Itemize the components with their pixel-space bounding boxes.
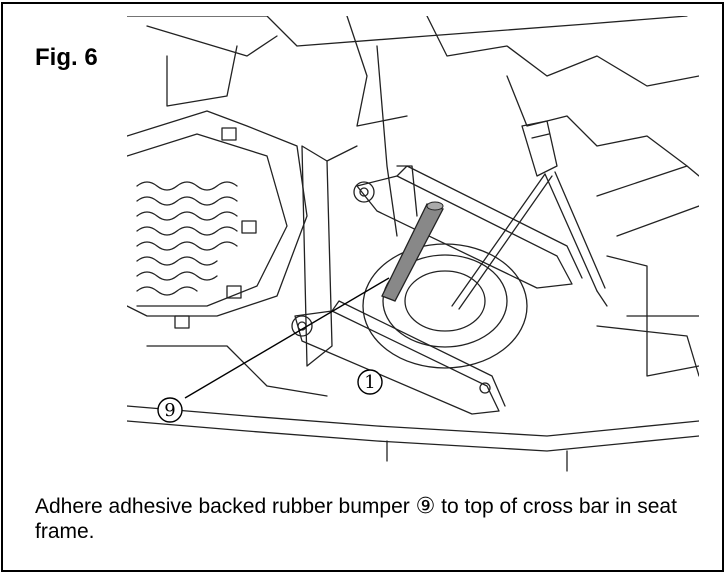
figure-label: Fig. 6 bbox=[35, 44, 98, 71]
svg-text:9: 9 bbox=[164, 400, 175, 421]
instruction-caption: Adhere adhesive backed rubber bumper ⑨ t… bbox=[35, 494, 695, 544]
callout-1: 1 bbox=[357, 369, 383, 395]
seat-frame-illustration: 9 1 bbox=[127, 16, 699, 472]
callout-9-inline: ⑨ bbox=[415, 494, 436, 519]
rubber-bumper bbox=[381, 201, 444, 302]
caption-text-before: Adhere adhesive backed rubber bumper bbox=[35, 495, 416, 518]
svg-text:1: 1 bbox=[364, 372, 375, 393]
callout-9: 9 bbox=[157, 397, 183, 423]
caption-text-after: to top of cross bar in seat frame. bbox=[35, 495, 677, 543]
